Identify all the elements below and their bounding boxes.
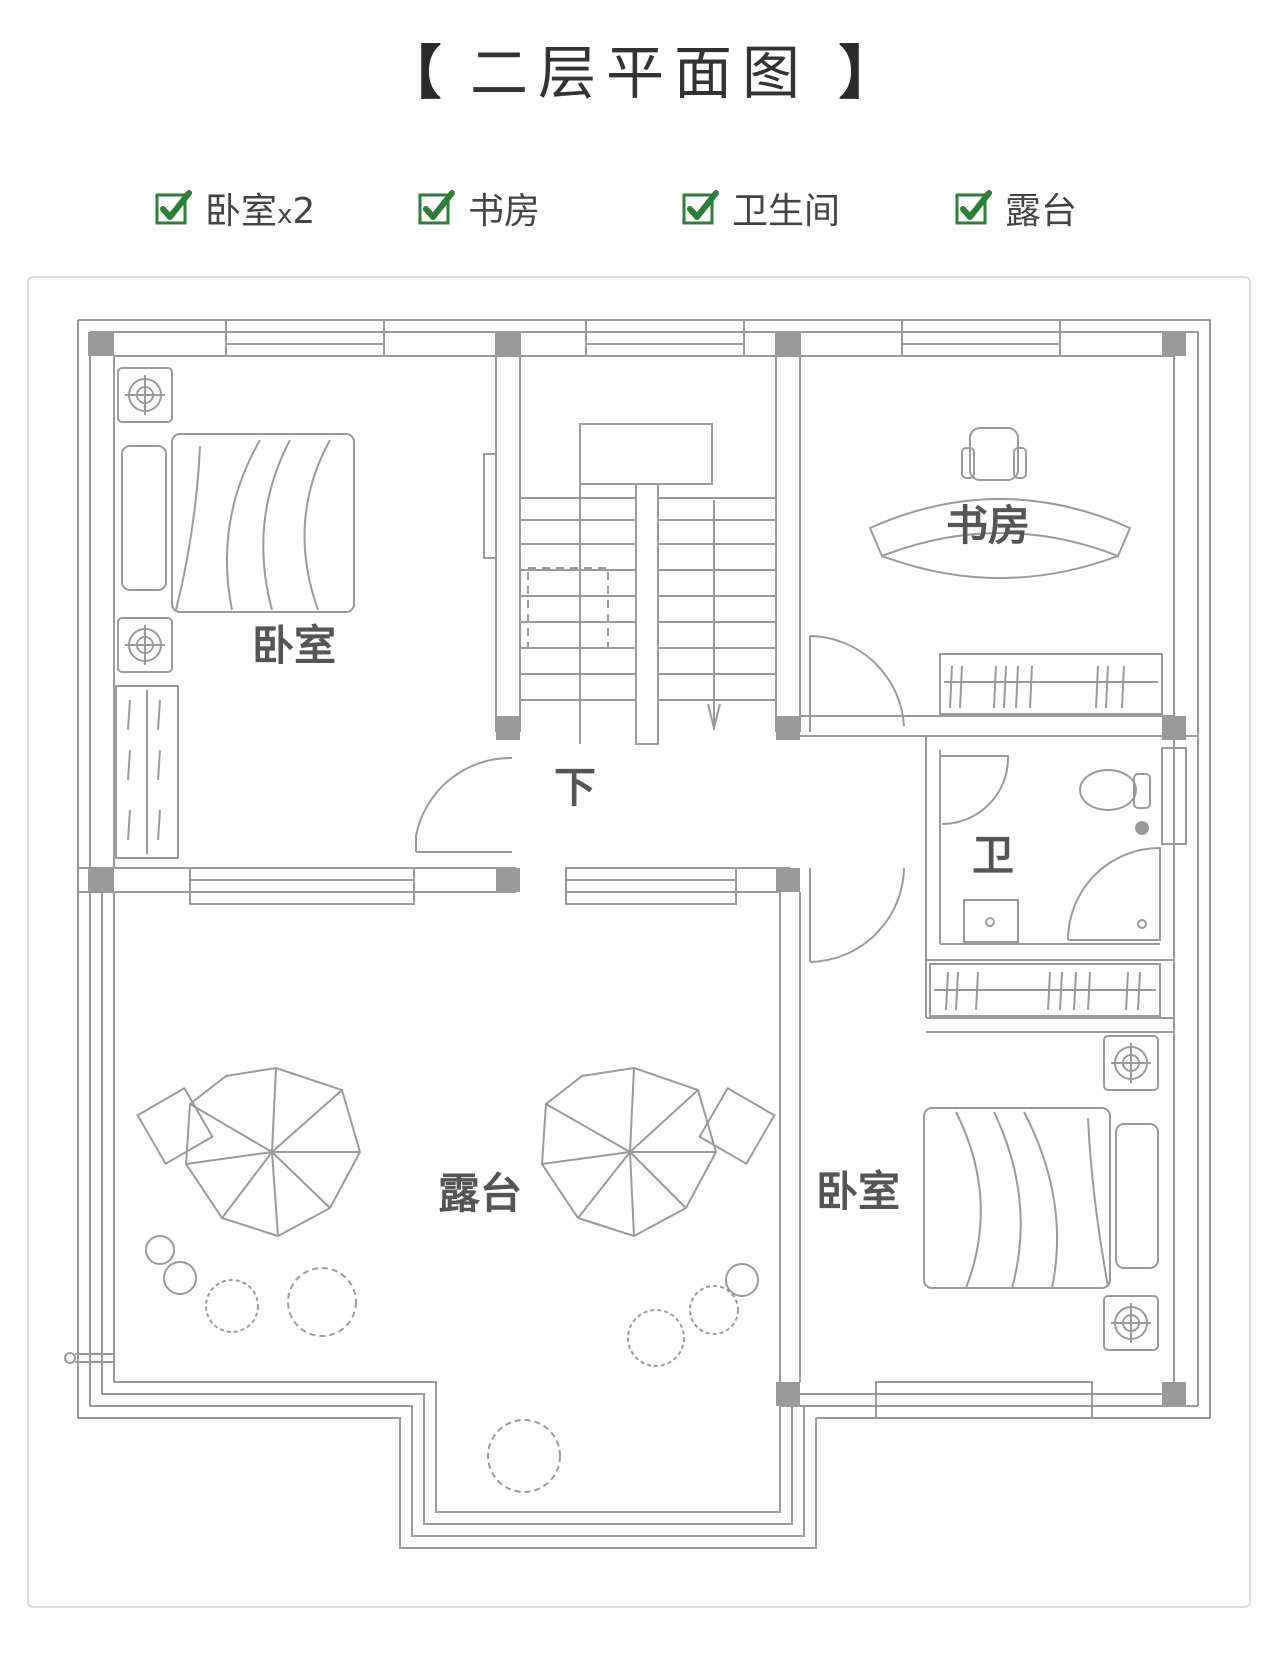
terrace-decorations: [64, 1066, 776, 1493]
room-label-bedroom-2: 卧室: [816, 1167, 900, 1216]
columns: [88, 332, 1186, 1406]
windows: [189, 319, 1198, 1419]
room-label-stair-down: 下: [554, 763, 596, 812]
feature-item-bathroom: 卫生间: [682, 178, 840, 238]
feature-item-study: 书房: [418, 178, 540, 238]
feature-label: 卫生间: [732, 191, 841, 232]
check-icon: [955, 190, 992, 225]
feature-label: 书房: [468, 191, 541, 232]
check-icon: [155, 190, 192, 225]
room-label-terrace: 露台: [438, 1169, 522, 1218]
feature-label: 卧室x2: [205, 191, 316, 232]
check-icon: [418, 190, 455, 225]
room-labels: 卧室 书房 下 卫 露台 卧室: [252, 501, 1030, 1218]
title-bracket-right: 】: [838, 39, 897, 107]
floor-plan-card: [27, 276, 1251, 1608]
staircase: [520, 423, 776, 745]
feature-item-terrace: 露台: [955, 178, 1077, 238]
room-label-study: 书房: [946, 501, 1030, 550]
page-title: 【 二层平面图 】: [0, 26, 1280, 110]
doors: [415, 635, 1010, 963]
bedroom-2-furniture: [923, 1035, 1159, 1351]
room-label-bathroom: 卫: [972, 831, 1014, 880]
feature-label: 露台: [1005, 191, 1078, 232]
feature-list: 卧室x2 书房 卫生间 露台: [0, 178, 1280, 248]
bathroom-fixtures: [929, 769, 1161, 1017]
title-bracket-left: 【: [383, 39, 442, 107]
title-text: 二层平面图: [469, 39, 810, 107]
room-label-bedroom-1: 卧室: [252, 621, 336, 670]
bedroom-1-furniture: [115, 367, 497, 859]
study-furniture: [868, 427, 1163, 715]
check-icon: [682, 190, 719, 225]
feature-item-bedroom: 卧室x2: [155, 178, 315, 238]
